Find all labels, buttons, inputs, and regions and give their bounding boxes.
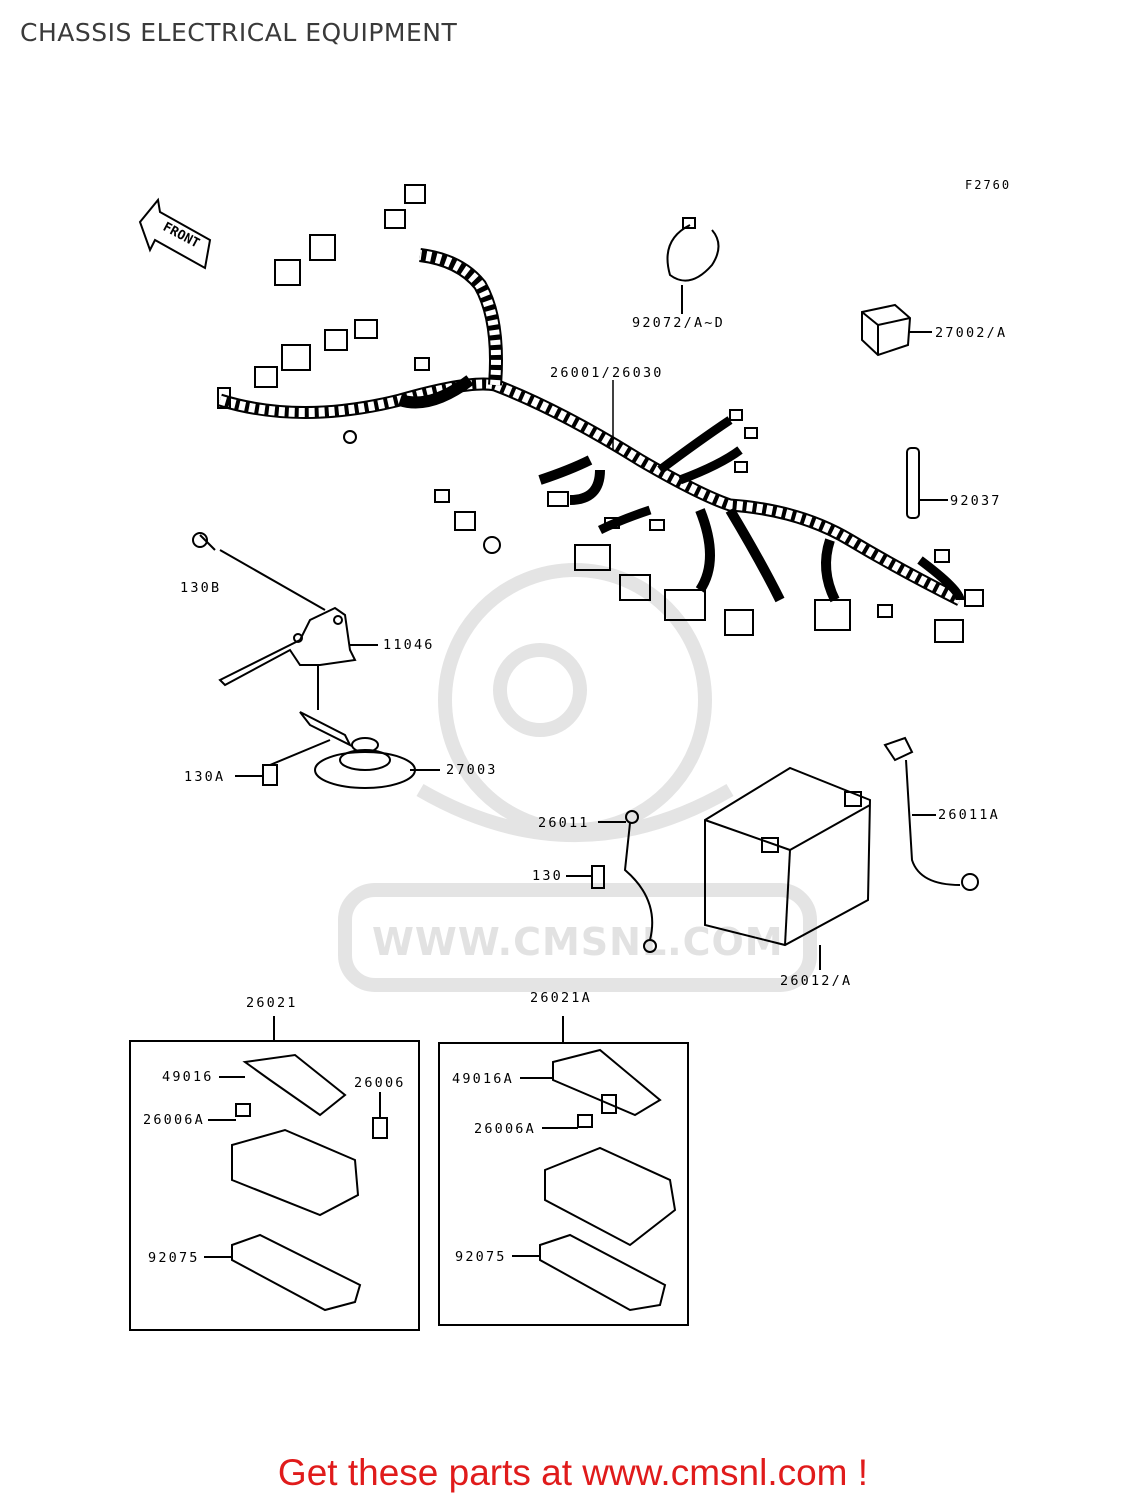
cable-tie [666,217,720,314]
battery-cables [566,736,979,953]
callout-130: 130 [532,868,563,884]
callout-26012: 26012/A [780,973,853,989]
horn [235,711,440,789]
battery [704,766,872,970]
callout-26006a-left: 26006A [143,1112,205,1128]
callout-92075-right: 92075 [455,1249,507,1265]
callout-26011a: 26011A [938,807,1000,823]
callout-26021: 26021 [246,995,298,1011]
callout-92075-left: 92075 [148,1250,200,1266]
fuse-box-right [438,1016,689,1326]
horn-bracket [192,532,378,710]
callout-26011: 26011 [538,815,590,831]
callout-26001: 26001/26030 [550,365,664,381]
callout-49016a: 49016A [452,1071,514,1087]
promo-link[interactable]: Get these parts at www.cmsnl.com ! [277,1452,869,1493]
relay [861,303,932,357]
page-title: CHASSIS ELECTRICAL EQUIPMENT [20,18,458,47]
callout-11046: 11046 [383,637,435,653]
harness-clamp [906,447,948,519]
callout-92072: 92072/A~D [632,315,725,331]
callout-26006: 26006 [354,1075,406,1091]
fuse-box-left [129,1016,420,1331]
main-harness [217,184,984,643]
callout-27002: 27002/A [935,325,1008,341]
callout-92037: 92037 [950,493,1002,509]
callout-26006a-right: 26006A [474,1121,536,1137]
callout-26021a: 26021A [530,990,592,1006]
callout-130a: 130A [184,769,226,785]
watermark-logo [338,563,817,992]
front-arrow-icon: FRONT [138,197,212,270]
callout-130b: 130B [180,580,222,596]
figure-code: F2760 [965,178,1012,192]
callout-27003: 27003 [446,762,498,778]
callout-49016: 49016 [162,1069,214,1085]
